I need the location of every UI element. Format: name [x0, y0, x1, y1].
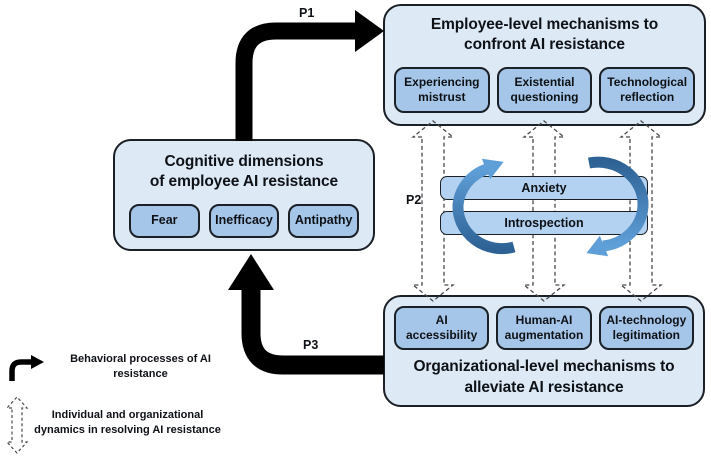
- item-existential-questioning: Existential questioning: [496, 67, 593, 113]
- cognitive-items-row: Fear Inefficacy Antipathy: [129, 204, 360, 238]
- item-fear: Fear: [129, 204, 200, 238]
- organizational-title-line1: Organizational-level mechanisms to: [413, 358, 675, 376]
- item-experiencing-mistrust: Experiencing mistrust: [394, 67, 490, 113]
- cognitive-box-title: Cognitive dimensions of employee AI resi…: [115, 152, 373, 193]
- cognitive-dimensions-box: Cognitive dimensions of employee AI resi…: [113, 139, 375, 251]
- organizational-title-line2: alleviate AI resistance: [464, 378, 624, 396]
- legend-behavioral-text: Behavioral processes of AI resistance: [70, 353, 211, 380]
- item-human-ai-augmentation: Human-AI augmentation: [496, 306, 592, 350]
- item-inefficacy: Inefficacy: [208, 204, 280, 238]
- legend-dashed-arrow-icon: [5, 396, 29, 454]
- employee-title-line2: confront AI resistance: [464, 36, 625, 54]
- p1-flow-arrow: [235, 10, 384, 141]
- p1-label: P1: [299, 6, 315, 20]
- introspection-bar: Introspection: [440, 211, 648, 235]
- legend-solid-arrow-icon: [9, 355, 44, 381]
- employee-box-title: Employee-level mechanisms to confront AI…: [385, 15, 704, 56]
- organizational-box-title: Organizational-level mechanisms to allev…: [385, 357, 703, 398]
- anxiety-bar: Anxiety: [440, 176, 648, 200]
- item-ai-accessibility: AI accessibility: [394, 306, 490, 350]
- cognitive-title-line1: Cognitive dimensions: [164, 153, 324, 170]
- organizational-mechanisms-box: AI accessibility Human-AI augmentation A…: [383, 295, 705, 407]
- item-antipathy: Antipathy: [288, 204, 360, 238]
- cognitive-title-line2: of employee AI resistance: [149, 173, 339, 191]
- employee-mechanisms-box: Employee-level mechanisms to confront AI…: [383, 4, 706, 126]
- employee-title-line1: Employee-level mechanisms to: [430, 16, 659, 33]
- legend-dynamics-text: Individual and organizational dynamics i…: [34, 409, 221, 436]
- organizational-items-row: AI accessibility Human-AI augmentation A…: [394, 306, 694, 350]
- item-technological-reflection: Technological reflection: [599, 67, 696, 113]
- item-ai-technology-legitimation: AI-technology legitimation: [598, 306, 694, 350]
- p2-label: P2: [406, 193, 422, 207]
- p3-label: P3: [303, 338, 319, 352]
- employee-items-row: Experiencing mistrust Existential questi…: [394, 67, 696, 113]
